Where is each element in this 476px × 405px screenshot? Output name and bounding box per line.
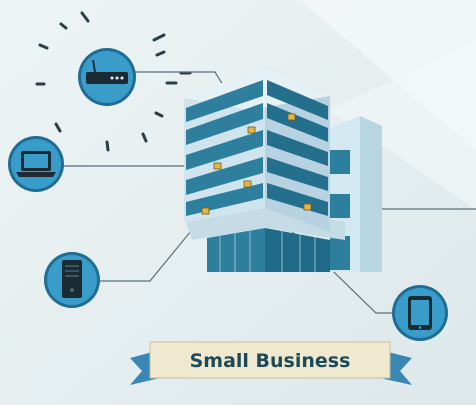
laptop-icon	[16, 151, 56, 177]
light-ray	[330, 40, 476, 210]
device-sensors	[201, 113, 312, 215]
router-icon	[86, 59, 128, 84]
banner-plate	[149, 341, 391, 379]
signal-burst-icon	[35, 11, 192, 152]
tablet-node[interactable]	[392, 285, 448, 341]
server-node[interactable]	[44, 252, 100, 308]
connector-server	[98, 219, 201, 282]
caption-banner: Small Business	[130, 341, 412, 385]
laptop-node[interactable]	[8, 136, 64, 192]
router-node[interactable]	[78, 48, 136, 106]
tablet-icon	[408, 296, 432, 330]
banner-label: Small Business	[190, 350, 351, 372]
server-tower-icon	[62, 260, 82, 298]
office-building-icon	[184, 66, 382, 272]
